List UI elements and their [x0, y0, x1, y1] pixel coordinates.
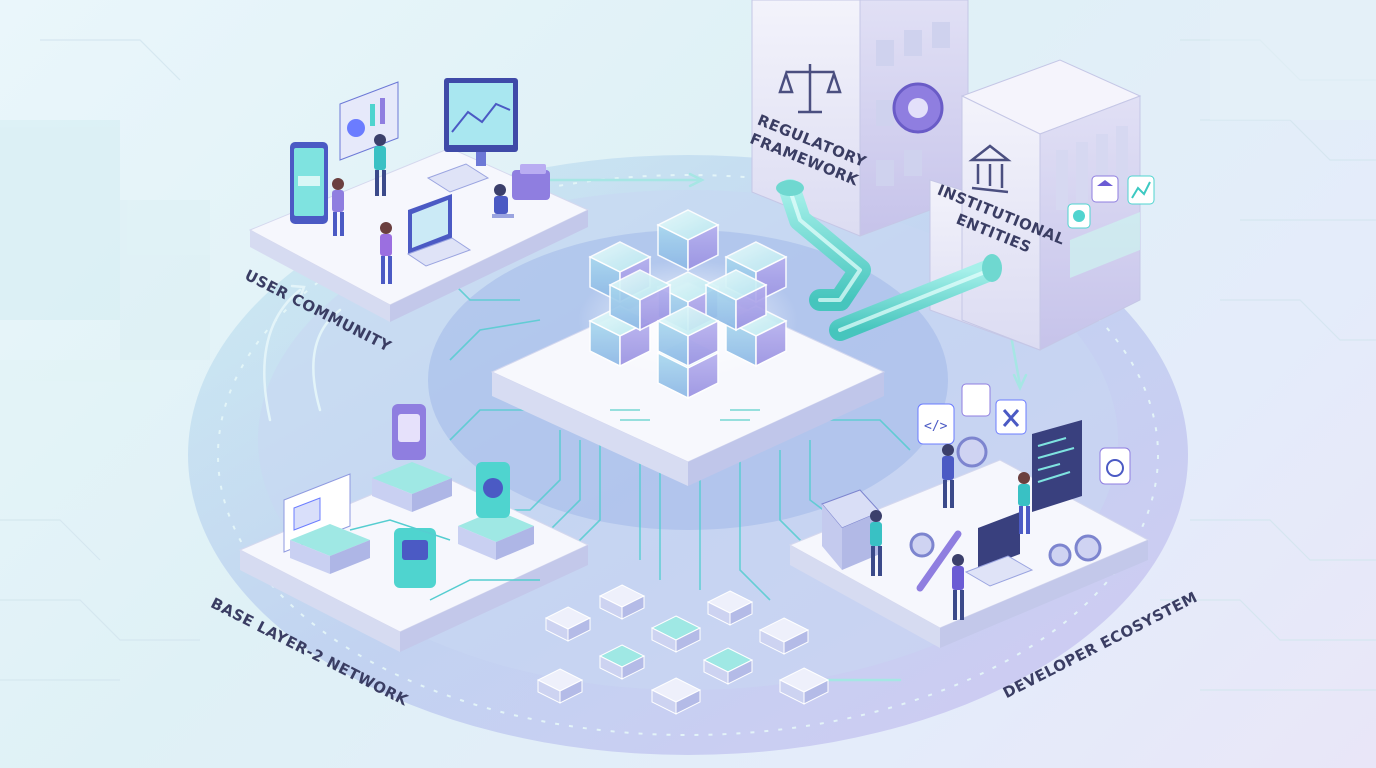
code-small-icon: [961, 383, 991, 417]
node-chip-9: [650, 677, 702, 715]
desktop-monitor: [444, 78, 518, 166]
scales-icon: [778, 64, 842, 114]
person-dev-1: [942, 444, 954, 508]
wallet-icon: [512, 164, 550, 200]
person-dev-2: [1018, 472, 1030, 534]
person-user-1: [374, 134, 386, 196]
kiosk-terminal: [821, 489, 881, 570]
wrench-icon: [995, 399, 1027, 435]
person-dev-3: [870, 510, 882, 576]
chart-icon: [1127, 175, 1155, 205]
dollar-icon: [1067, 203, 1091, 229]
cube-8: [608, 269, 672, 332]
cube-6: [724, 305, 788, 368]
code-icon: </>: [917, 403, 955, 445]
person-dev-4: [952, 554, 964, 620]
wallet-token-icon: [394, 528, 436, 588]
cube-1: [656, 209, 720, 272]
base-network-platform: [238, 404, 590, 652]
node-chip-8: [536, 668, 584, 704]
person-user-2: [332, 178, 344, 236]
speedometer-icon: [1099, 447, 1131, 485]
server-stack-1: [372, 462, 452, 512]
gear-icon-dev-3: [1048, 534, 1102, 567]
developer-laptop: [964, 512, 1034, 587]
person-user-4: [492, 184, 514, 218]
cube-10: [656, 305, 720, 368]
bank-small-icon: [1091, 175, 1119, 203]
person-user-3: [380, 222, 392, 284]
node-chip-4: [706, 590, 754, 626]
keyboard: [426, 163, 490, 193]
node-chip-10: [778, 667, 830, 705]
svg-text:</>: </>: [924, 419, 948, 434]
connection-pipes: [776, 179, 1002, 341]
wrench-tool-icon: [916, 530, 962, 592]
gear-icon-dev-2: [909, 532, 935, 558]
server-stack-2: [458, 510, 534, 560]
node-chip-grid: [536, 584, 830, 715]
server-stack-3: [290, 524, 370, 574]
user-community-platform: [248, 78, 590, 322]
code-editor-screen: [1032, 420, 1082, 512]
background-blocks: [0, 0, 1376, 510]
node-chip-3: [650, 615, 702, 653]
node-chip-5: [758, 617, 810, 655]
bank-icon: [968, 144, 1012, 194]
node-chip-7: [702, 647, 754, 685]
app-icon: [392, 404, 426, 460]
regulatory-building: [751, 0, 969, 237]
developer-ecosystem-platform: </>: [788, 383, 1150, 648]
gear-icon-dev-1: [956, 436, 988, 468]
analytics-display: [339, 81, 399, 161]
node-chip-1: [544, 606, 592, 642]
pie-chart-icon: [476, 462, 510, 518]
blockchain-cube-cluster: [588, 209, 788, 400]
node-chip-6: [598, 644, 646, 680]
node-chip-2: [598, 584, 646, 620]
phone-icon: [290, 142, 328, 224]
cube-9: [704, 269, 768, 332]
laptop-icon: [406, 194, 472, 267]
gear-icon: [892, 82, 944, 134]
